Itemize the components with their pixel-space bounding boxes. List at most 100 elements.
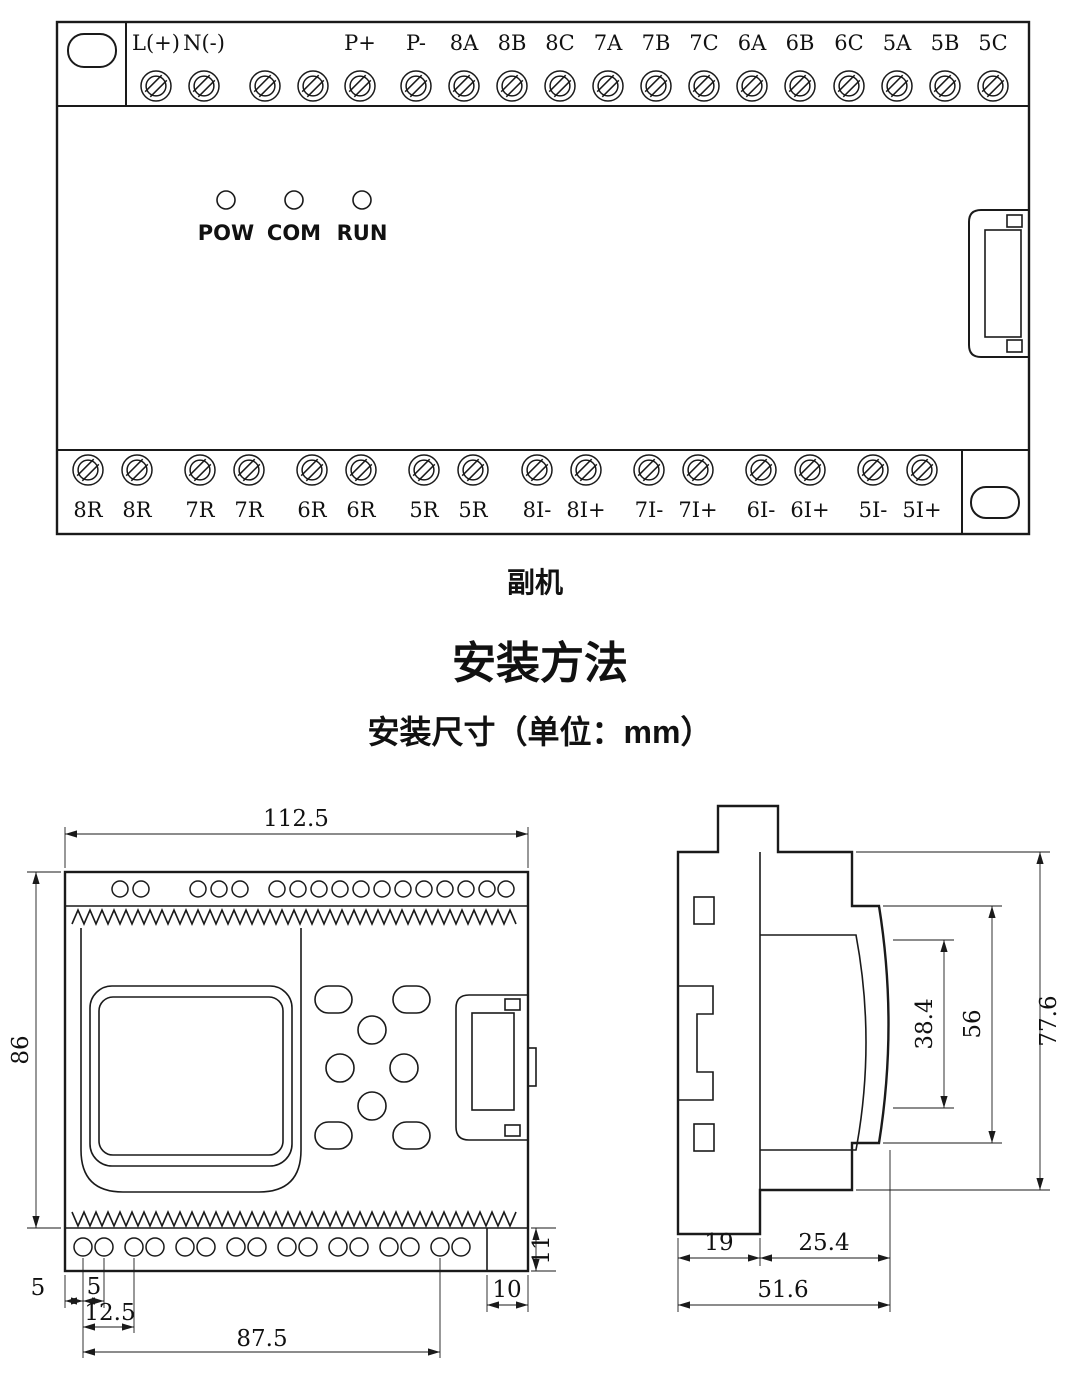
terminal-label: 8C	[545, 31, 574, 55]
terminal-label: 6C	[834, 31, 863, 55]
terminal-hole-icon	[289, 880, 307, 898]
screw-terminal-icon	[592, 70, 624, 102]
panel-outline	[80, 928, 302, 1193]
front-hole-gap-dim: 5	[87, 1274, 102, 1300]
led-run-icon	[352, 190, 372, 210]
led-label: POW	[198, 221, 254, 245]
terminal-label: 7R	[185, 498, 215, 522]
screw-terminal-icon	[640, 70, 672, 102]
front-pitch-dim: 12.5	[84, 1300, 135, 1326]
screw-terminal-icon	[457, 454, 489, 486]
led-label: RUN	[337, 221, 388, 245]
vent-zigzag	[71, 907, 517, 927]
terminal-label: 8B	[498, 31, 527, 55]
front-view-drawing: 112.5 86 11 10 5 5 12.5 87.5	[8, 806, 556, 1358]
terminal-label: P+	[344, 31, 376, 55]
side-view-drawing: 38.4 56 77.6 19 25.4 51.6	[676, 804, 1062, 1312]
led-label: COM	[267, 221, 321, 245]
terminal-label: 8R	[122, 498, 152, 522]
terminal-hole-icon	[328, 1237, 348, 1257]
terminal-hole-icon	[226, 1237, 246, 1257]
device-caption: 副机	[507, 566, 563, 599]
screw-terminal-icon	[72, 454, 104, 486]
terminal-label: L(+)	[132, 31, 180, 55]
side-front-depth-dim: 25.4	[798, 1230, 849, 1256]
terminal-hole-icon	[457, 880, 475, 898]
terminal-label: P-	[406, 31, 426, 55]
screw-terminal-icon	[688, 70, 720, 102]
terminal-label: 6R	[297, 498, 327, 522]
screw-terminal-icon	[297, 70, 329, 102]
screw-terminal-icon	[682, 454, 714, 486]
terminal-label: 5R	[409, 498, 439, 522]
screw-terminal-icon	[633, 454, 665, 486]
terminal-hole-icon	[132, 880, 150, 898]
screw-terminal-icon	[188, 70, 220, 102]
terminal-hole-icon	[94, 1237, 114, 1257]
top-screw-terminals	[140, 70, 1009, 102]
terminal-hole-icon	[73, 1237, 93, 1257]
terminal-label: 8A	[450, 31, 479, 55]
screw-terminal-icon	[296, 454, 328, 486]
terminal-hole-icon	[268, 880, 286, 898]
terminal-label: 7B	[642, 31, 671, 55]
screw-terminal-icon	[140, 70, 172, 102]
rail-hole	[693, 896, 715, 925]
screw-terminal-icon	[794, 454, 826, 486]
screw-terminal-icon	[400, 70, 432, 102]
front-view-body	[63, 870, 530, 1273]
keypad	[314, 985, 431, 1150]
side-face-height-dim: 56	[960, 1009, 986, 1038]
mounting-slot-top-left	[67, 33, 117, 68]
key-button	[314, 1121, 353, 1150]
terminal-label: 8I-	[523, 498, 552, 522]
terminal-hole-icon	[451, 1237, 471, 1257]
led-pow-icon	[216, 190, 236, 210]
terminal-hole-icon	[430, 1237, 450, 1257]
terminal-hole-icon	[175, 1237, 195, 1257]
terminal-label: 7I+	[678, 498, 717, 522]
terminal-hole-icon	[436, 880, 454, 898]
terminal-hole-icon	[352, 880, 370, 898]
terminal-hole-icon	[145, 1237, 165, 1257]
key-button	[392, 1121, 431, 1150]
display-screen	[98, 996, 284, 1156]
vent-texture	[71, 907, 517, 1229]
terminal-label: 5C	[978, 31, 1007, 55]
terminal-label: 8R	[73, 498, 103, 522]
key-button	[392, 985, 431, 1014]
terminal-hole-icon	[111, 880, 129, 898]
section-title: 安装方法	[452, 639, 628, 688]
terminal-hole-icon	[349, 1237, 369, 1257]
front-top-terminal-holes	[111, 880, 515, 898]
status-leds: POW COM RUN	[198, 190, 388, 245]
screw-terminal-icon	[408, 454, 440, 486]
screw-terminal-icon	[736, 70, 768, 102]
screw-terminal-icon	[977, 70, 1009, 102]
side-total-depth-dim: 51.6	[757, 1277, 808, 1303]
screw-terminal-icon	[784, 70, 816, 102]
terminal-label: 6A	[738, 31, 767, 55]
front-notch-height-dim: 11	[529, 1235, 555, 1264]
front-dimension-lines	[32, 830, 540, 1356]
terminal-label: 6I+	[790, 498, 829, 522]
front-offset-dim: 5	[31, 1275, 46, 1301]
section-subtitle: 安装尺寸（单位：mm）	[368, 714, 713, 750]
terminal-label: 5I-	[859, 498, 888, 522]
mounting-slot-bottom-right	[970, 486, 1020, 519]
bottom-screw-terminals	[72, 454, 938, 486]
terminal-hole-icon	[277, 1237, 297, 1257]
terminal-hole-icon	[373, 880, 391, 898]
front-notch-width-dim: 10	[492, 1277, 521, 1303]
terminal-label: N(-)	[183, 31, 225, 55]
screw-terminal-icon	[233, 454, 265, 486]
key-right-button	[389, 1053, 419, 1083]
key-down-button	[357, 1091, 387, 1121]
terminal-label: 7C	[689, 31, 718, 55]
screw-terminal-icon	[929, 70, 961, 102]
front-height-dim: 86	[8, 1035, 34, 1064]
